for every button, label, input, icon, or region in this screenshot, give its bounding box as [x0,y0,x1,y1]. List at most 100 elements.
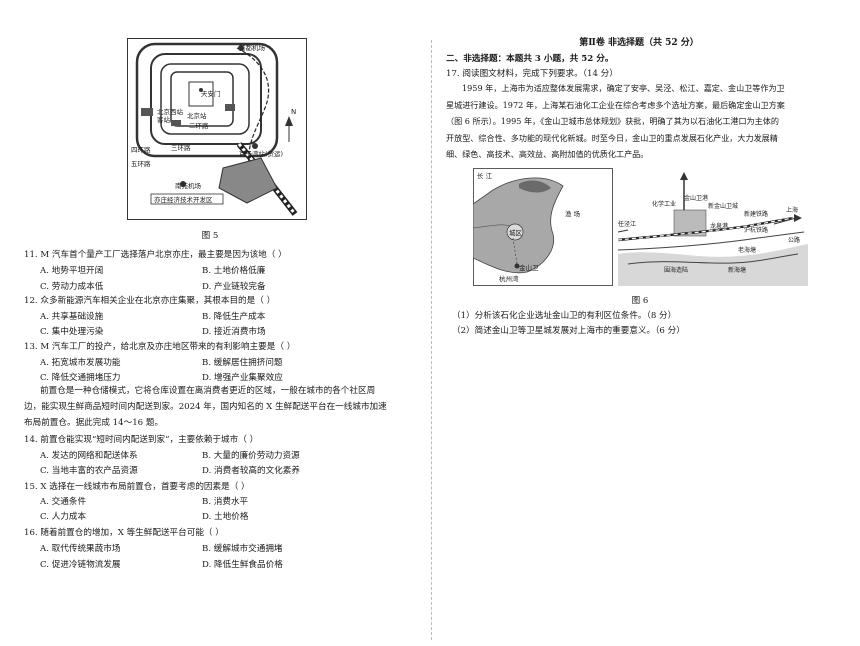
yizhuang-zone [218,157,278,204]
new-seawall [627,253,799,265]
q16-stem: 16. 随着前置仓的增加，X 等生鲜配送平台可能（ ） [24,528,224,538]
chongming-island [519,180,551,193]
q16-option-d[interactable]: D. 降低生鲜食品价格 [202,560,283,570]
q16-option-c[interactable]: C. 促进冷链物流发展 [40,560,121,570]
label-jinshanwei: 金山卫 [519,263,539,272]
jinshanwei-marker [514,263,520,269]
passage-line-1: 前置仓是一种仓储模式，它将仓库设置在离消费者更近的区域，一般在城市的各个社区周 [40,386,376,396]
label-yangtze: 长 江 [477,171,493,180]
label-jinshan-port: 金山卫港 [684,194,708,202]
label-chemical: 化学工业 [652,200,676,208]
south-station-marker [171,120,181,126]
figure-6-left-map: 长 江 渔 场 城区 金山卫 杭州湾 [472,168,613,286]
q16-option-a[interactable]: A. 取代传统果蔬市场 [40,544,121,554]
q17-sub-2: （2）简述金山卫等卫星城发展对上海市的重要意义。（6 分） [452,326,685,336]
railway-line [236,47,270,164]
label-sea: 渔 场 [565,209,581,218]
label-third-ring: 三环路 [171,143,191,152]
q12-option-a[interactable]: A. 共享基础设施 [40,312,104,322]
q12-option-c[interactable]: C. 集中处理污染 [40,327,104,337]
map-svg: 首都机场 天安门 北京西站 客站 北京站 二环路 四环路 三环路 五环路 百子湾… [127,38,307,220]
q14-option-b[interactable]: B. 大量的廉价劳动力资源 [202,451,300,461]
q11-option-a[interactable]: A. 地势平坦开阔 [40,266,104,276]
q17-stem: 17. 阅读图文材料，完成下列要求。（14 分） [446,69,618,79]
urban-area [506,223,524,241]
label-renjing: 任泾江 [618,220,636,228]
passage-r-5: 细、绿色、高技术、高效益、高附加值的优质化工产品。 [446,149,649,159]
tiananmen-dot [199,88,203,92]
label-new-city: 新金山卫城 [708,202,738,210]
column-divider [431,40,432,640]
q15-option-a[interactable]: A. 交通条件 [40,497,87,507]
section-title: 第Ⅱ卷 非选择题（共 52 分） [579,38,699,48]
nanyuan-airport-icon [180,181,186,187]
label-city: 城区 [509,229,523,237]
q13-option-c[interactable]: C. 降低交通拥堵压力 [40,373,121,383]
q16-option-b[interactable]: B. 缓解城市交通拥堵 [202,544,283,554]
q11-option-d[interactable]: D. 产业链较完备 [202,282,266,292]
label-hangzhou-bay: 杭州湾 [499,274,519,283]
fourth-ring-road [150,53,262,145]
q15-option-c[interactable]: C. 人力成本 [40,512,87,522]
passage-r-2: 星城进行建设。1972 年，上海某石油化工企业在综合考虑多个选址方案，最后确定金… [446,99,785,110]
passage-r-3: （图 6 所示）。1995 年，《金山卫城市总体规划》获批，明确了其为以石油化工… [446,116,779,126]
fig5-caption: 图 5 [201,231,219,241]
q14-stem: 14. 前置仓能实现“短时间内配送到家”，主要依赖于城市（ ） [24,435,259,445]
beijing-station-marker [225,104,235,111]
label-new-wall: 新海塘 [728,266,746,274]
airport-icon [238,45,244,51]
q12-stem: 12. 众多新能源汽车相关企业在北京亦庄集聚，其根本目的是（ ） [24,296,276,306]
label-second-ring: 二环路 [189,121,209,130]
q11-option-c[interactable]: C. 劳动力成本低 [40,282,104,292]
passage-r-4: 开放型、综合性、多功能的现代化新城。时至今日，金山卫的重点发展石化产业，大力发展… [446,132,778,143]
section-subtitle: 二、非选择题：本题共 3 小题，共 52 分。 [446,54,614,64]
fifth-ring-road [135,42,279,158]
label-fourth-ring: 四环路 [131,145,151,154]
q13-option-a[interactable]: A. 拓宽城市发展功能 [40,358,121,368]
q14-option-c[interactable]: C. 当地丰富的农产品资源 [40,466,138,476]
q12-option-d[interactable]: D. 接近消费市场 [202,327,266,337]
second-ring-road [170,71,234,127]
label-tiananmen: 天安门 [201,89,221,98]
q14-option-d[interactable]: D. 消费者较高的文化素养 [202,466,300,476]
figure-6-right-map: 金山卫港 新金山卫城 化学工业 任泾江 龙泉港 新建铁路 沪杭铁路 上海 公路 … [617,168,808,286]
label-longquan: 龙泉港 [710,222,728,230]
highway [617,231,805,251]
baiziwan-marker [252,143,258,149]
q15-stem: 15. X 选择在一线城市布局前置仓，首要考虑的因素是（ ） [24,482,250,492]
label-highway: 公路 [788,236,800,244]
fig6-left-svg: 长 江 渔 场 城区 金山卫 杭州湾 [472,168,613,286]
q14-option-a[interactable]: A. 发达的网络和配送体系 [40,451,138,461]
label-north: N [291,108,296,116]
q17-sub-1: （1）分析该石化企业选址金山卫的有利区位条件。（8 分） [452,311,677,321]
label-beijing-west-2: 客站 [157,115,171,124]
q13-option-d[interactable]: D. 增强产业集聚效应 [202,373,283,383]
sea-area [618,244,808,286]
passage-line-2: 边，能实现生鲜商品短时间内配送到家。2024 年，国内知名的 X 生鲜配送平台在… [24,402,387,412]
label-new-rail: 新建铁路 [744,210,768,218]
label-nanyuan: 南苑机场 [175,181,202,190]
q15-option-d[interactable]: D. 土地价格 [202,512,249,522]
q15-option-b[interactable]: B. 消费水平 [202,497,249,507]
label-beijing-west: 北京西站 [157,107,184,116]
label-old-wall: 老海塘 [738,246,756,254]
fig6-caption: 图 6 [631,296,649,306]
label-yizhuang-zone: 亦庄经济技术开发区 [154,195,213,204]
label-shanghai: 上海 [786,206,798,214]
q17-passage: 1959 年，上海市为适应整体发展需求，确定了安亭、吴泾、松江、嘉定、金山卫等作… [446,80,834,163]
q11-option-b[interactable]: B. 土地价格低廉 [202,266,266,276]
city-center [188,81,214,107]
q11-stem: 11. M 汽车首个量产工厂选择落户北京亦庄，最主要是因为该地（ ） [24,250,287,260]
label-sea-wall: 围海造陆 [664,266,688,274]
q13-stem: 13. M 汽车工厂的投产，给北京及亦庄地区带来的有利影响主要是（ ） [24,342,296,352]
label-beijing-station: 北京站 [187,111,207,120]
q12-option-b[interactable]: B. 降低生产成本 [202,312,266,322]
label-baiziwan: 百子湾站(货运) [239,149,283,158]
passage-line-3: 布局前置仓。据此完成 14～16 题。 [24,418,164,428]
third-ring-road [160,63,250,135]
q13-option-b[interactable]: B. 缓解居住拥挤问题 [202,358,283,368]
fig6-right-svg: 金山卫港 新金山卫城 化学工业 任泾江 龙泉港 新建铁路 沪杭铁路 上海 公路 … [617,168,808,286]
label-airport-capital: 首都机场 [239,43,266,52]
label-fifth-ring: 五环路 [131,159,151,168]
figure-5-map: 首都机场 天安门 北京西站 客站 北京站 二环路 四环路 三环路 五环路 百子湾… [127,38,307,220]
